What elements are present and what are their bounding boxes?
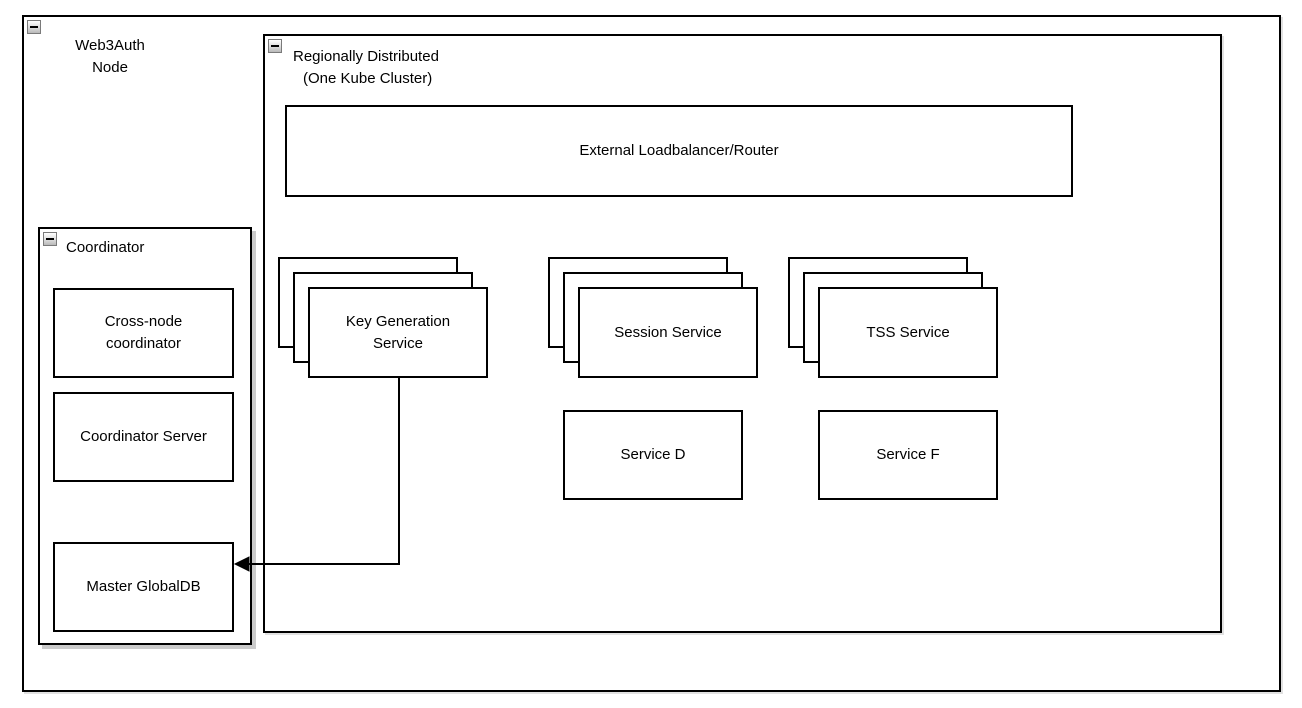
session-service-box[interactable]: Session Service: [578, 287, 758, 378]
key-generation-service-stack[interactable]: Key Generation Service: [278, 257, 488, 378]
key-generation-service-box[interactable]: Key Generation Service: [308, 287, 488, 378]
web3auth-label-line1: Web3Auth: [75, 37, 145, 54]
collapse-minus-icon[interactable]: [43, 232, 57, 246]
session-service-stack[interactable]: Session Service: [548, 257, 758, 378]
external-loadbalancer-label: External Loadbalancer/Router: [579, 142, 779, 160]
service-d-label: Service D: [620, 446, 686, 464]
service-f-label: Service F: [876, 446, 940, 464]
web3auth-label-line2: Node: [92, 58, 128, 76]
tss-service-box[interactable]: TSS Service: [818, 287, 998, 378]
key-generation-service-label: Key Generation Service: [345, 312, 451, 352]
service-d-box[interactable]: Service D: [563, 410, 743, 500]
coordinator-server-label: Coordinator Server: [80, 428, 207, 446]
tss-service-stack[interactable]: TSS Service: [788, 257, 998, 378]
coordinator-container[interactable]: Coordinator Cross-node coordinator Coord…: [38, 227, 252, 645]
cross-node-coordinator-box[interactable]: Cross-node coordinator: [53, 288, 234, 378]
service-f-box[interactable]: Service F: [818, 410, 998, 500]
master-globaldb-box[interactable]: Master GlobalDB: [53, 542, 234, 632]
coordinator-server-box[interactable]: Coordinator Server: [53, 392, 234, 482]
regional-label-line2: (One Kube Cluster): [303, 69, 433, 87]
master-globaldb-label: Master GlobalDB: [86, 578, 201, 596]
collapse-minus-icon[interactable]: [27, 20, 41, 34]
cross-node-coordinator-label: Cross-node coordinator: [104, 313, 183, 352]
external-loadbalancer-box[interactable]: External Loadbalancer/Router: [285, 105, 1073, 197]
regionally-distributed-label: Regionally Distributed (One Kube Cluster…: [293, 46, 439, 90]
tss-service-label: TSS Service: [866, 323, 950, 341]
regional-label-line1: Regionally Distributed: [293, 48, 439, 65]
coordinator-label: Coordinator: [66, 239, 145, 256]
session-service-label: Session Service: [614, 323, 722, 341]
collapse-minus-icon[interactable]: [268, 39, 282, 53]
web3auth-node-label: Web3Auth Node: [48, 35, 172, 79]
